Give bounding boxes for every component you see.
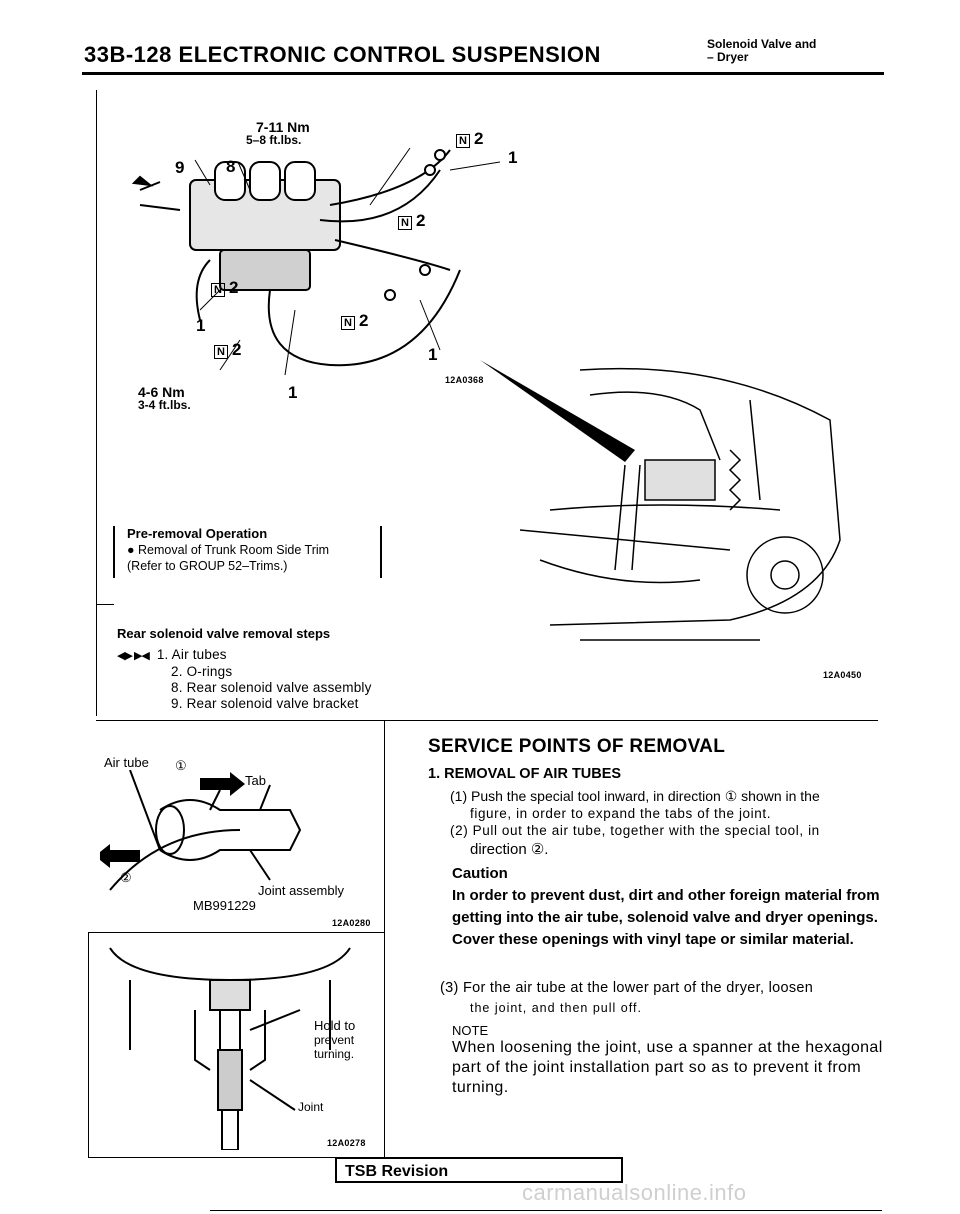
- footer-rule: [210, 1210, 882, 1211]
- step-item: 2. O-rings: [171, 664, 233, 679]
- torque-top-nm: 7-11 Nm: [256, 119, 310, 135]
- label-hold-to: Hold to: [314, 1018, 356, 1033]
- service-points-subtitle: 1. REMOVAL OF AIR TUBES: [428, 766, 622, 782]
- section-divider: [96, 720, 878, 721]
- caution-title: Caution: [452, 865, 508, 882]
- para-2-line-2: direction ②.: [470, 841, 549, 858]
- label-tab: Tab: [245, 773, 266, 788]
- frame-tick: [96, 604, 114, 605]
- pre-removal-ref: (Refer to GROUP 52–Trims.): [127, 559, 288, 573]
- step-item: 9. Rear solenoid valve bracket: [171, 696, 359, 711]
- callout-1-b: 1: [196, 316, 206, 335]
- label-prevent: prevent: [314, 1033, 355, 1047]
- label-joint-assembly: Joint assembly: [258, 883, 344, 898]
- tsb-revision-box: TSB Revision: [335, 1157, 623, 1183]
- note-title: NOTE: [452, 1023, 489, 1038]
- figure-code-car: 12A0450: [823, 670, 862, 680]
- solenoid-valve-diagram: [131, 147, 500, 376]
- figure-bottom-line: [88, 1157, 384, 1158]
- figure-code-main: 12A0368: [445, 375, 484, 385]
- torque-top-ft: 5–8 ft.lbs.: [246, 133, 302, 147]
- label-air-tube: Air tube: [104, 755, 149, 770]
- figure-column-line: [384, 720, 385, 1157]
- pre-removal-item: ● Removal of Trunk Room Side Trim: [127, 543, 330, 557]
- removal-steps: Rear solenoid valve removal steps ◀▶ ▶◀ …: [117, 626, 372, 712]
- figure-left-line: [88, 932, 89, 1157]
- para-1-line-1: (1) Push the special tool inward, in dir…: [450, 788, 820, 804]
- callout-1-d: 1: [288, 383, 298, 402]
- label-joint: Joint: [298, 1100, 324, 1114]
- caution-body: In order to prevent dust, dirt and other…: [452, 887, 880, 948]
- air-tube-figure: [100, 770, 302, 891]
- note-body: When loosening the joint, use a spanner …: [452, 1039, 883, 1096]
- step-item: 8. Rear solenoid valve assembly: [171, 680, 372, 695]
- para-3-line-1: (3) For the air tube at the lower part o…: [440, 980, 814, 996]
- label-tool-number: MB991229: [193, 898, 256, 913]
- header-rule: [82, 72, 884, 75]
- para-3-line-2: the joint, and then pull off.: [470, 1001, 642, 1015]
- figure-code-airtube: 12A0280: [332, 918, 371, 928]
- torque-bottom-nm: 4-6 Nm: [138, 384, 185, 400]
- callout-1-c: 1: [428, 345, 438, 364]
- joint-figure: [109, 947, 351, 1150]
- para-2-line-1: (2) Pull out the air tube, together with…: [450, 823, 820, 838]
- section-subtitle: Solenoid Valve and – Dryer: [707, 37, 817, 64]
- step-item: ◀▶ ▶◀ 1. Air tubes: [117, 647, 227, 662]
- service-points-title: SERVICE POINTS OF REMOVAL: [428, 736, 726, 757]
- callout-9: 9: [175, 158, 185, 177]
- figure-divider: [88, 932, 384, 933]
- figure-code-joint: 12A0278: [327, 1138, 366, 1148]
- watermark: carmanualsonline.info: [522, 1180, 747, 1205]
- vehicle-location-diagram: [480, 360, 841, 641]
- torque-bottom-ft: 3-4 ft.lbs.: [138, 398, 191, 412]
- label-marker-2: ②: [120, 870, 132, 885]
- page-header-title: 33B-128 ELECTRONIC CONTROL SUSPENSION: [84, 42, 601, 68]
- frame-left-line: [96, 90, 97, 716]
- removal-steps-title: Rear solenoid valve removal steps: [117, 626, 331, 641]
- para-1-line-2: figure, in order to expand the tabs of t…: [470, 806, 772, 821]
- label-turning: turning.: [314, 1047, 355, 1061]
- label-marker-1: ①: [175, 758, 187, 773]
- callout-1-a: 1: [508, 148, 518, 167]
- pre-removal-box: Pre-removal Operation ● Removal of Trunk…: [113, 526, 382, 578]
- section-title: ELECTRONIC CONTROL SUSPENSION: [178, 42, 601, 67]
- page-ref: 33B-128: [84, 42, 172, 67]
- caution-block: Caution In order to prevent dust, dirt a…: [452, 863, 892, 951]
- pre-removal-title: Pre-removal Operation: [127, 526, 268, 541]
- callout-8: 8: [226, 157, 236, 176]
